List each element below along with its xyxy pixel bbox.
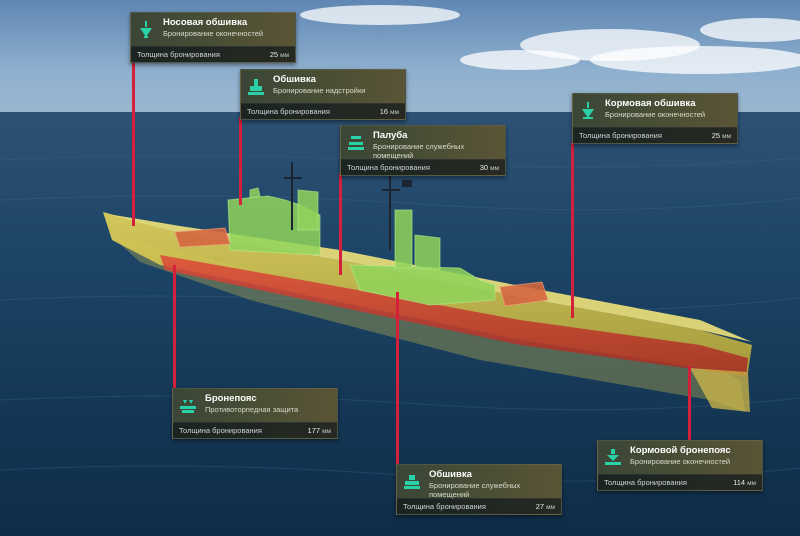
card-title: Кормовой бронепояс bbox=[630, 445, 731, 456]
armor-card-hull-plating[interactable]: Обшивка Бронирование служебных помещений… bbox=[396, 464, 562, 515]
ship-flag bbox=[402, 180, 412, 187]
callout-line-armor-belt bbox=[173, 265, 176, 390]
hull-plating-icon bbox=[403, 470, 421, 494]
deck-icon bbox=[347, 131, 365, 155]
clouds bbox=[300, 5, 800, 74]
callout-line-stern-plating bbox=[571, 142, 574, 318]
armor-card-stern-plating[interactable]: Кормовая обшивка Бронирование оконечност… bbox=[572, 93, 738, 144]
ship-superstructure bbox=[227, 187, 496, 306]
armor-card-armor-belt[interactable]: Бронепояс Противоторпедная защита Толщин… bbox=[172, 388, 338, 439]
callout-line-stern-belt bbox=[688, 366, 691, 440]
card-title: Обшивка bbox=[273, 74, 316, 85]
callout-line-superstructure-plating bbox=[239, 117, 242, 205]
card-title: Обшивка bbox=[429, 469, 472, 480]
ship-armor-belt bbox=[160, 255, 748, 376]
thickness-label: Толщина бронирования bbox=[179, 426, 262, 435]
ship-masts bbox=[284, 162, 400, 250]
callout-line-bow-plating bbox=[132, 62, 135, 226]
card-subtitle: Бронирование оконечностей bbox=[630, 456, 731, 466]
thickness-label: Толщина бронирования bbox=[604, 478, 687, 487]
card-subtitle: Бронирование надстройки bbox=[273, 85, 366, 95]
armor-card-deck[interactable]: Палуба Бронирование служебных помещений … bbox=[340, 125, 506, 176]
ship-stern-belt bbox=[690, 368, 750, 412]
thickness-label: Толщина бронирования bbox=[247, 107, 330, 116]
card-subtitle: Противоторпедная защита bbox=[205, 404, 299, 414]
thickness-label: Толщина бронирования bbox=[347, 163, 430, 172]
callout-line-hull-plating bbox=[396, 292, 399, 468]
card-title: Палуба bbox=[373, 130, 408, 141]
armor-card-superstructure-plating[interactable]: Обшивка Бронирование надстройки Толщина … bbox=[240, 69, 406, 120]
callout-line-deck bbox=[339, 173, 342, 275]
stern-plating-icon bbox=[579, 99, 597, 123]
stern-belt-icon bbox=[604, 446, 622, 470]
superstructure-plating-icon bbox=[247, 75, 265, 99]
card-title: Бронепояс bbox=[205, 393, 257, 404]
bow-plating-icon bbox=[137, 18, 155, 42]
card-subtitle: Бронирование оконечностей bbox=[605, 109, 706, 119]
armor-card-bow-plating[interactable]: Носовая обшивка Бронирование оконечносте… bbox=[130, 12, 296, 63]
card-subtitle: Бронирование оконечностей bbox=[163, 28, 264, 38]
thickness-label: Толщина бронирования bbox=[137, 50, 220, 59]
card-title: Кормовая обшивка bbox=[605, 98, 696, 109]
armor-belt-icon bbox=[179, 394, 197, 418]
card-subtitle: Бронирование служебных помещений bbox=[429, 480, 521, 499]
ship-turrets bbox=[174, 227, 549, 307]
armor-card-stern-belt[interactable]: Кормовой бронепояс Бронирование оконечно… bbox=[597, 440, 763, 491]
thickness-label: Толщина бронирования bbox=[579, 131, 662, 140]
thickness-label: Толщина бронирования bbox=[403, 502, 486, 511]
card-subtitle: Бронирование служебных помещений bbox=[373, 141, 465, 160]
card-title: Носовая обшивка bbox=[163, 17, 248, 28]
